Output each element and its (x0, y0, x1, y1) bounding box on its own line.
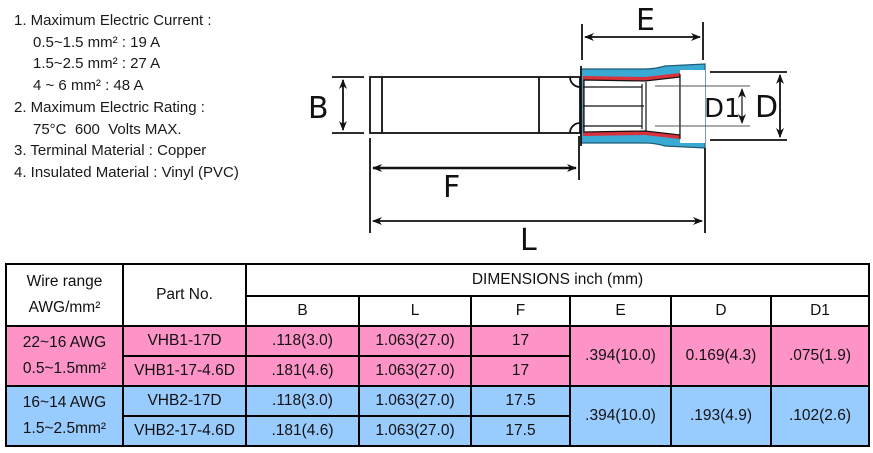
part-no-cell: VHB1-17-4.6D (122, 355, 247, 387)
e-cell: .394(10.0) (569, 325, 672, 387)
l-cell: 1.063(27.0) (358, 415, 472, 447)
d-cell: 0.169(4.3) (670, 325, 772, 387)
f-cell: 17 (470, 325, 571, 357)
d1-cell: .102(2.6) (770, 385, 870, 447)
d-cell: .193(4.9) (670, 385, 772, 447)
l-cell: 1.063(27.0) (358, 355, 472, 387)
spec-line: 0.5~1.5 mm² : 19 A (33, 33, 161, 51)
table-row: 16~14 AWG 1.5~2.5mm² VHB2-17D .118(3.0) … (5, 385, 870, 447)
wire-range-cell: 16~14 AWG 1.5~2.5mm² (5, 385, 124, 447)
spec-line: 4. Insulated Material : Vinyl (PVC) (14, 163, 239, 181)
b-cell: .181(4.6) (245, 355, 360, 387)
b-cell: .181(4.6) (245, 415, 360, 447)
dimensions-table: Wire range AWG/mm² Part No. DIMENSIONS i… (5, 263, 870, 447)
spec-line: 75°C 600 Volts MAX. (33, 120, 182, 138)
wire-range-awg: 16~14 AWG (22, 394, 107, 411)
table-row: 22~16 AWG 0.5~1.5mm² VHB1-17D .118(3.0) … (5, 325, 870, 387)
b-cell: .118(3.0) (245, 325, 360, 357)
spec-line: 3. Terminal Material : Copper (14, 142, 207, 160)
spec-line: 2. Maximum Electric Rating : (14, 98, 205, 116)
header-col-b: B (245, 295, 360, 327)
part-no-cell: VHB2-17D (122, 385, 247, 417)
b-cell: .118(3.0) (245, 385, 360, 417)
d1-cell: .075(1.9) (770, 325, 870, 387)
pin-body (369, 76, 581, 134)
spec-line: 1. Maximum Electric Current : (14, 12, 212, 29)
header-wire-range: Wire range AWG/mm² (5, 263, 124, 327)
terminal-dimension-diagram: B E D1 D F L (308, 3, 787, 258)
f-cell: 17 (470, 355, 571, 387)
wire-range-mm: 1.5~2.5mm² (22, 420, 107, 437)
header-col-d: D (670, 295, 772, 327)
wire-range-mm: 0.5~1.5mm² (22, 360, 107, 377)
l-cell: 1.063(27.0) (358, 325, 472, 357)
spec-line: 1.5~2.5 mm² : 27 A (33, 55, 161, 73)
header-col-d1: D1 (770, 295, 870, 327)
label-f: F (443, 170, 460, 205)
header-dimensions: DIMENSIONS inch (mm) (245, 263, 870, 297)
part-no-cell: VHB1-17D (122, 325, 247, 357)
label-d: D (755, 90, 778, 125)
header-part-no: Part No. (122, 263, 247, 327)
f-cell: 17.5 (470, 385, 571, 417)
dimension-lines (332, 22, 787, 233)
insulated-sleeve (580, 63, 706, 149)
wire-range-cell: 22~16 AWG 0.5~1.5mm² (5, 325, 124, 387)
specifications-list: 1. Maximum Electric Current : 0.5~1.5 mm… (14, 10, 239, 184)
f-cell: 17.5 (470, 415, 571, 447)
wire-range-awg: 22~16 AWG (22, 334, 107, 351)
header-col-e: E (569, 295, 672, 327)
label-l: L (520, 223, 537, 258)
part-no-cell: VHB2-17-4.6D (122, 415, 247, 447)
l-cell: 1.063(27.0) (358, 385, 472, 417)
header-col-f: F (470, 295, 571, 327)
header-wire-range-line1: Wire range (26, 273, 103, 290)
label-b: B (308, 91, 329, 126)
e-cell: .394(10.0) (569, 385, 672, 447)
header-col-l: L (358, 295, 472, 327)
label-d1: D1 (704, 94, 741, 124)
label-e: E (636, 3, 655, 38)
header-wire-range-line2: AWG/mm² (28, 299, 101, 316)
spec-line: 4 ~ 6 mm² : 48 A (33, 77, 144, 95)
